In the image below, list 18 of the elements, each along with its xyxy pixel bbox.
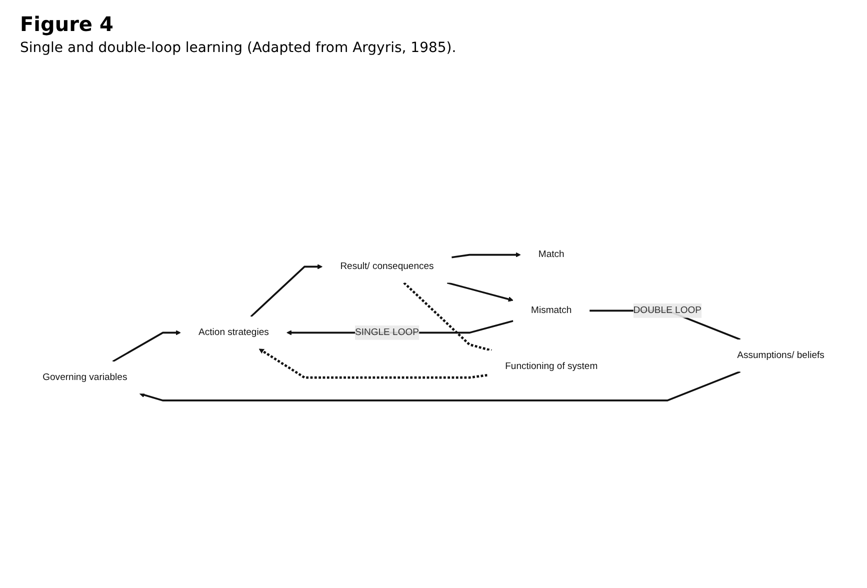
node-text: Result/ consequences xyxy=(340,262,434,272)
node-text: Governing variables xyxy=(42,372,128,383)
node-text: Match xyxy=(538,250,564,260)
edge-label: SINGLE LOOP xyxy=(355,328,419,338)
arrow xyxy=(451,252,521,259)
node-text: Mismatch xyxy=(531,306,572,316)
arrow xyxy=(258,348,488,380)
arrow xyxy=(250,264,323,318)
arrow xyxy=(446,282,514,302)
arrow xyxy=(112,330,181,363)
node-text: Functioning of system xyxy=(505,362,598,372)
node-text: Action strategies xyxy=(198,328,269,338)
figure-caption: Single and double-loop learning (Adapted from Argyris, 1985). xyxy=(20,40,456,56)
connector xyxy=(403,282,492,352)
arrow xyxy=(139,371,741,402)
edge-label: DOUBLE LOOP xyxy=(633,306,702,316)
node-text: Assumptions/ beliefs xyxy=(737,350,824,361)
figure-title: Figure 4 xyxy=(20,12,114,36)
